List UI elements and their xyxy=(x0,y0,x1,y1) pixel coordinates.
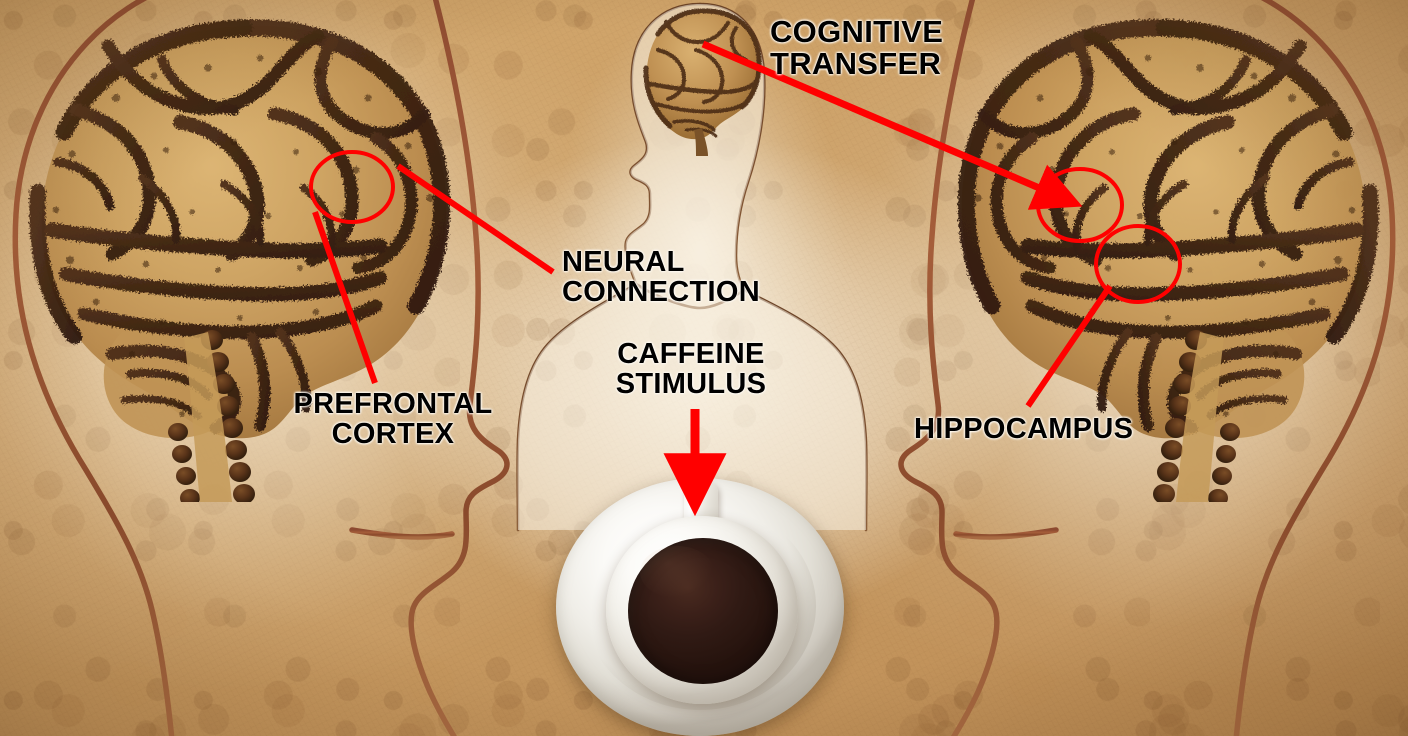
coffee-surface-sheen xyxy=(640,546,714,598)
coffee-liquid xyxy=(628,538,778,684)
right-head-outline xyxy=(898,0,1396,736)
center-figure-brain xyxy=(640,6,770,156)
label-cognitive-transfer: COGNITIVE TRANSFER xyxy=(770,14,944,81)
left-brainstem-beans xyxy=(168,330,255,502)
label-hippocampus: HIPPOCAMPUS xyxy=(914,413,1134,445)
right-brainstem-beans xyxy=(1153,330,1240,502)
center-figure-body-fill xyxy=(517,4,867,530)
coffee-cup xyxy=(548,468,860,736)
label-prefrontal-cortex: PREFRONTAL CORTEX xyxy=(293,388,493,450)
right-brainstem xyxy=(1176,332,1224,502)
label-neural-connection: NEURAL CONNECTION xyxy=(562,246,760,308)
left-brainstem xyxy=(184,332,232,502)
label-caffeine-stimulus: CAFFEINE STIMULUS xyxy=(615,338,767,400)
cup-body xyxy=(606,516,798,704)
